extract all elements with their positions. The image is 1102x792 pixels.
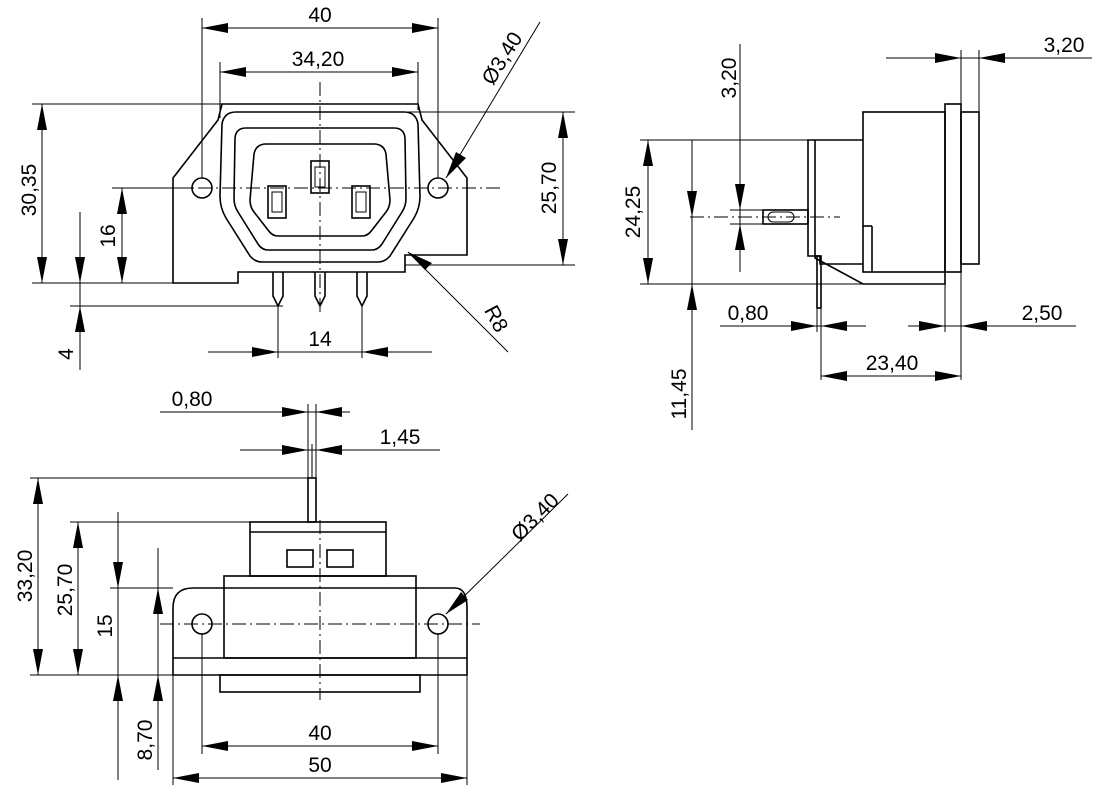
top-dim-870-arrow-b <box>153 675 163 701</box>
side-cap <box>960 111 980 265</box>
front-dim-16-arrow-b <box>117 257 127 283</box>
top-dim-50-arrow-l <box>173 773 199 783</box>
front-leader-hole-arrow <box>446 152 466 178</box>
front-hole-diameter-text: Ø3,40 <box>478 28 528 89</box>
top-dim-080-arrow-r <box>316 407 342 417</box>
side-view: 24,25 11,45 3,20 3,20 0,80 2,50 23,40 <box>622 34 1092 430</box>
top-dim-145-text: 1,45 <box>380 426 421 449</box>
front-tail-right <box>356 272 368 308</box>
side-dim-1145-text: 11,45 <box>668 369 691 420</box>
front-socket-middle <box>233 127 407 251</box>
top-dim-3320-arrow-t <box>33 478 43 504</box>
top-dim-15-arrow-b <box>113 675 123 701</box>
side-dim-1145-arrow-t <box>687 191 697 217</box>
top-dim-3320-arrow-b <box>33 649 43 675</box>
side-dim-080-arrow-r <box>821 321 847 331</box>
top-dim-15-arrow-t <box>113 562 123 588</box>
side-dim-320h-arrow-l <box>935 53 961 63</box>
front-leader-hole <box>445 21 541 179</box>
side-rear-step <box>814 140 946 285</box>
side-dim-320v-text: 3,20 <box>718 58 741 99</box>
top-dim-50-arrow-r <box>441 773 467 783</box>
top-dim-40-text: 40 <box>308 722 331 745</box>
side-dim-2340-arrow-r <box>935 371 961 381</box>
front-dim-3420-arrow-r <box>392 67 418 77</box>
front-pin-right-inner <box>355 191 367 213</box>
side-body <box>862 111 946 273</box>
side-dim-080-arrow-l <box>791 321 817 331</box>
front-dim-2570-arrow-t <box>558 112 568 138</box>
side-dim-080-text: 0,80 <box>728 302 769 325</box>
side-dim-320h-text: 3,20 <box>1044 34 1085 57</box>
side-pin <box>816 255 822 309</box>
top-hole-diameter-text: Ø3,40 <box>507 489 564 546</box>
front-dim-14-arrow-r <box>362 347 388 357</box>
top-dim-3320-text: 33,20 <box>14 550 37 603</box>
top-window-right <box>326 549 354 568</box>
side-dim-1145-arrow-b <box>687 284 697 310</box>
top-dim-2570-arrow-b <box>73 649 83 675</box>
front-dim-14-arrow-l <box>252 347 278 357</box>
top-dim-15-text: 15 <box>94 614 117 637</box>
top-dim-2570-arrow-t <box>73 522 83 548</box>
top-leader-hole <box>445 493 569 615</box>
front-dim-3035-arrow-t <box>37 104 47 130</box>
top-pin <box>307 477 317 523</box>
front-dim-3420-text: 34,20 <box>292 48 345 71</box>
front-dim-2570-arrow-b <box>558 239 568 265</box>
side-dim-2425-arrow-t <box>643 140 653 166</box>
front-dim-3420-arrow-l <box>220 67 246 77</box>
side-dim-2425-arrow-b <box>643 258 653 284</box>
side-dim-2340-text: 23,40 <box>866 352 919 375</box>
side-rear-body <box>807 139 863 265</box>
side-dim-250-arrow-r <box>961 321 987 331</box>
top-dim-40-arrow-l <box>202 741 228 751</box>
front-socket-inner <box>249 143 391 237</box>
top-window-left <box>286 549 314 568</box>
top-dim-145-arrow-l <box>282 445 308 455</box>
front-pin-left <box>267 185 287 219</box>
side-dim-320v-arrow-t <box>735 184 745 210</box>
side-dim-2340-arrow-l <box>821 371 847 381</box>
front-dim-3035-text: 30,35 <box>18 164 41 217</box>
front-radius-text: R8 <box>479 302 512 337</box>
side-dim-250-arrow-l <box>919 321 945 331</box>
side-dim-320v-arrow-b <box>735 224 745 250</box>
top-dim-40-arrow-r <box>412 741 438 751</box>
front-flange-outline <box>172 103 468 284</box>
front-dim-16-arrow-t <box>117 188 127 214</box>
front-dim-2570-text: 25,70 <box>538 162 561 215</box>
front-dim-4-arrow-t <box>75 257 85 283</box>
top-dim-2570-text: 25,70 <box>54 564 77 617</box>
side-dim-2425-text: 24,25 <box>622 186 645 239</box>
front-leader-radius-arrow <box>408 252 432 270</box>
front-dim-40-arrow-l <box>202 23 228 33</box>
front-dim-16-text: 16 <box>97 224 120 247</box>
front-dim-40-arrow-r <box>412 23 438 33</box>
front-pin-right <box>351 185 371 219</box>
top-dim-080-arrow-l <box>282 407 308 417</box>
front-dim-14-text: 14 <box>308 328 332 351</box>
top-dim-870-arrow-t <box>153 588 163 614</box>
front-dim-4-text: 4 <box>55 348 78 360</box>
front-view: 40 34,20 30,35 16 4 25,70 14 Ø3,40 R8 <box>18 4 575 370</box>
front-dim-4-arrow-b <box>75 306 85 332</box>
top-dim-50-text: 50 <box>308 754 331 777</box>
side-front-flange <box>944 103 962 273</box>
front-dim-40-text: 40 <box>308 4 331 27</box>
top-flange <box>172 587 468 676</box>
front-tail-left <box>272 272 284 308</box>
front-dim-3035-arrow-b <box>37 257 47 283</box>
top-view: 0,80 1,45 33,20 25,70 15 8,70 40 50 Ø3,4… <box>14 388 569 785</box>
top-upper-body <box>249 521 387 577</box>
front-pin-left-inner <box>271 191 283 213</box>
top-dim-870-text: 8,70 <box>134 720 157 761</box>
front-socket-outer <box>219 111 421 263</box>
side-dim-320h-arrow-r <box>979 53 1005 63</box>
top-leader-hole-arrow <box>446 592 468 614</box>
top-dim-145-arrow-r <box>316 445 342 455</box>
side-dim-250-text: 2,50 <box>1022 302 1063 325</box>
top-dim-080-text: 0,80 <box>172 388 213 411</box>
